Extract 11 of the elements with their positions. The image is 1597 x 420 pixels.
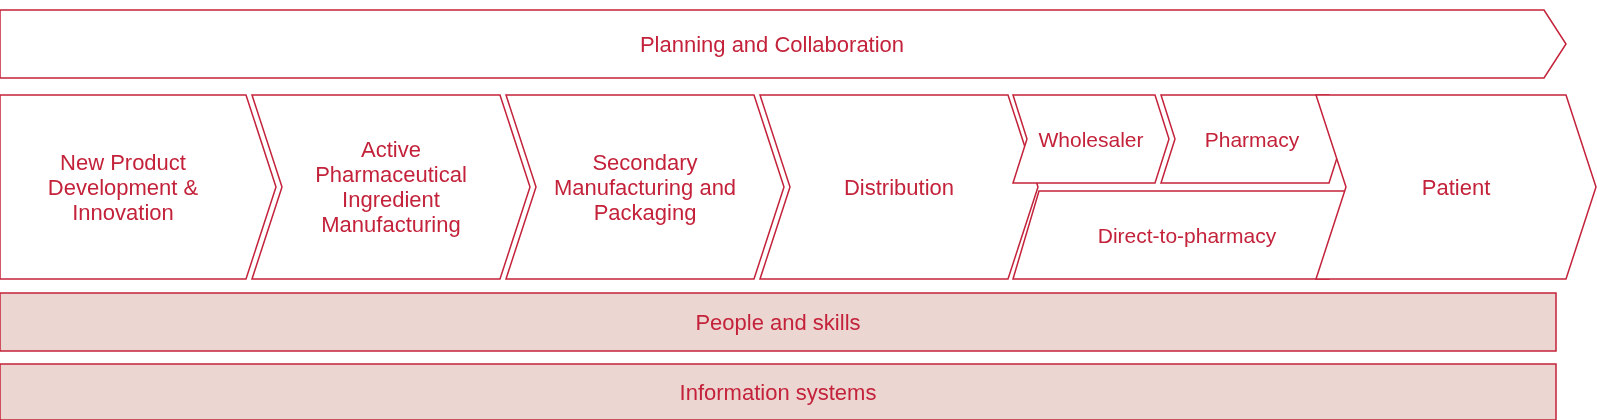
step-label: Active Pharmaceutical Ingredient Manufacturing: [314, 137, 468, 237]
step-label: Wholesaler: [1038, 126, 1144, 152]
step-label: Pharmacy: [1204, 126, 1300, 152]
step-label: People and skills: [695, 309, 861, 335]
step-label: Patient: [1421, 174, 1491, 200]
step-label: Information systems: [679, 379, 877, 405]
step-label: Direct-to-pharmacy: [1097, 222, 1277, 248]
step-label: Secondary Manufacturing and Packaging: [552, 149, 738, 225]
step-label: Planning and Collaboration: [639, 31, 905, 57]
step-label: Distribution: [843, 174, 954, 200]
step-label: New Product Development & Innovation: [46, 149, 200, 225]
